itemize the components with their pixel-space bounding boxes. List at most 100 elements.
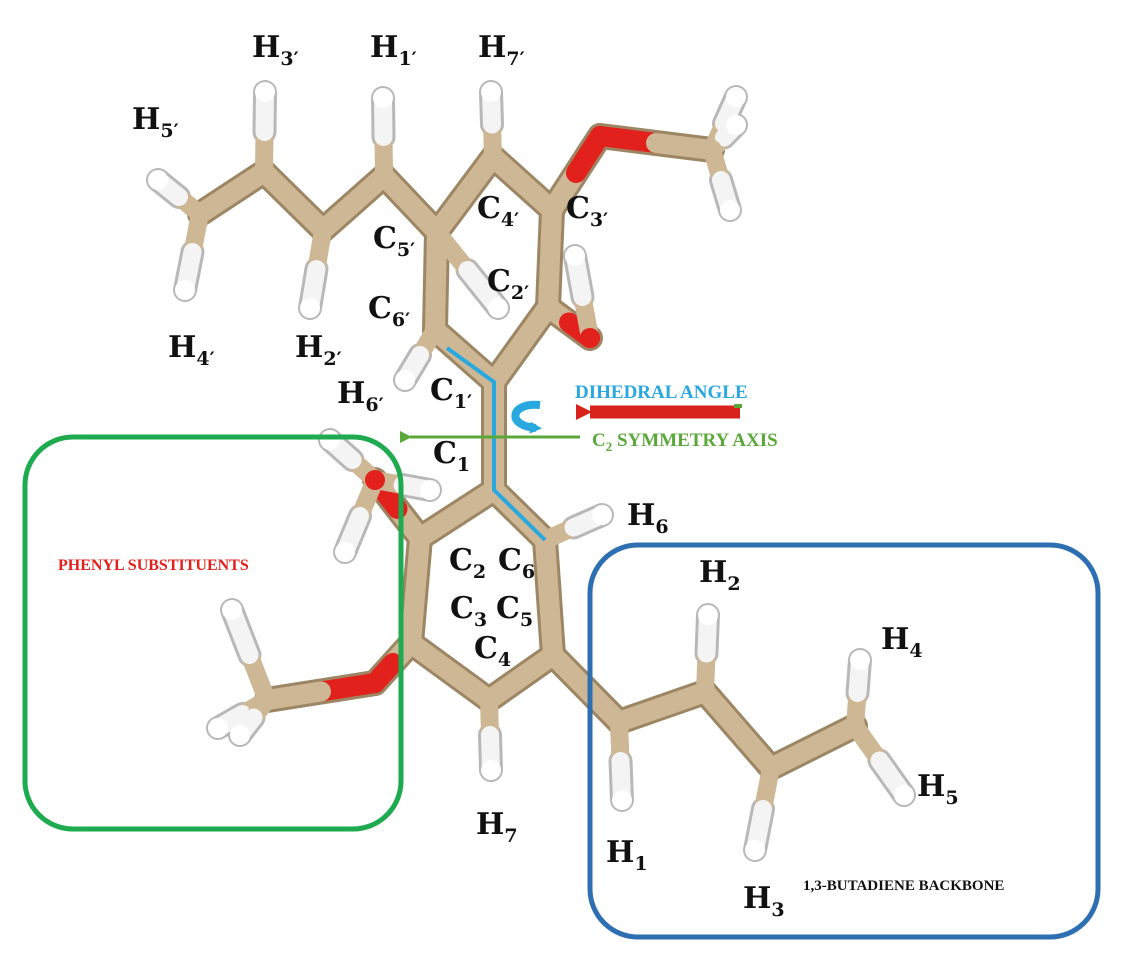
carbon-bond — [538, 200, 562, 317]
atom-label-subscript: 4 — [498, 649, 511, 671]
atom-label-base: H — [478, 30, 506, 65]
hydrogen-caps — [148, 82, 914, 860]
atom-label-subscript: 5 — [520, 609, 533, 631]
atom-label-base: H — [132, 102, 160, 137]
atom-label-subscript: 7 — [504, 825, 517, 847]
atom-label-base: H — [295, 330, 323, 365]
atom-label-subscript: 1 — [634, 853, 647, 875]
carbon-atom — [479, 690, 499, 710]
atom-label-c2: C2 — [449, 543, 486, 583]
atom-label-subscript: 4′ — [501, 209, 519, 231]
hydrogen-atom — [726, 87, 746, 107]
carbon-bond — [254, 162, 333, 240]
hydrogen-atom — [720, 200, 740, 220]
hydrogen-atom — [222, 600, 242, 620]
atom-label-c4: C4 — [474, 631, 511, 671]
carbon-bond — [374, 166, 447, 242]
carbon-atom — [257, 690, 277, 710]
atom-label-base: H — [168, 330, 196, 365]
butadiene-backbone-box — [587, 542, 1101, 940]
atom-label-base: C — [496, 591, 520, 626]
atom-label-subscript: 4′ — [196, 348, 214, 370]
atom-label-h2p: H2′ — [295, 330, 342, 370]
oxygen-atom — [365, 470, 385, 490]
carbon-atom — [410, 528, 430, 548]
atom-label-c6: C6 — [498, 543, 535, 583]
atom-label-base: C — [450, 591, 474, 626]
carbon-atom — [427, 222, 447, 242]
hydrogen-atom — [592, 505, 612, 525]
phenyl-substituents-label: PHENYL SUBSTITUENTS — [58, 557, 249, 574]
carbon-atom — [695, 682, 715, 702]
carbon-atom — [702, 140, 722, 160]
carbon-bond — [313, 166, 394, 240]
carbon-atom — [542, 200, 562, 220]
atom-label-base: C — [474, 631, 498, 666]
carbon-atom — [401, 633, 421, 653]
atom-label-h2: H2 — [699, 555, 741, 595]
atom-label-subscript: 7′ — [506, 48, 524, 70]
atom-label-subscript: 2′ — [511, 282, 529, 304]
hydrogen-atom — [565, 246, 585, 266]
atom-label-subscript: 3 — [474, 609, 487, 631]
atom-label-base: C — [430, 373, 454, 408]
hydrogen-atom — [726, 115, 746, 135]
atom-label-h6: H6 — [627, 498, 669, 538]
carbon-bond — [479, 645, 563, 710]
carbon-bond — [401, 528, 430, 653]
hydrogen-atom — [230, 725, 250, 745]
atom-label-base: C — [373, 221, 397, 256]
atom-label-h5: H5 — [917, 769, 959, 809]
carbon-bond — [427, 147, 503, 242]
hydrogen-atom — [208, 718, 228, 738]
atom-label-subscript: 6′ — [392, 309, 410, 331]
atom-label-h1: H1 — [606, 835, 648, 875]
carbon-atom — [538, 297, 558, 317]
atom-label-c2p: C2′ — [487, 264, 529, 304]
hydrogen-atom — [300, 298, 320, 318]
atom-label-subscript: 3′ — [590, 209, 608, 231]
carbon-atom — [543, 645, 563, 665]
carbon-bond — [484, 297, 558, 392]
atom-label-base: C — [477, 191, 501, 226]
atom-label-base: C — [498, 543, 522, 578]
atom-label-h3p: H3′ — [252, 30, 299, 70]
carbon-atom — [374, 166, 394, 186]
atom-label-base: H — [917, 769, 945, 804]
phenyl-substituents-box — [22, 434, 404, 832]
hydrogen-atom — [320, 430, 340, 450]
atom-label-base: C — [368, 291, 392, 326]
atom-label-subscript: 3 — [771, 899, 784, 921]
atom-label-h7: H7 — [476, 807, 518, 847]
oxygen-atom — [590, 126, 610, 146]
carbon-atom — [190, 204, 210, 224]
rotation-arrow-icon — [511, 400, 542, 434]
atom-label-base: H — [743, 881, 771, 916]
atom-label-subscript: 2′ — [323, 348, 341, 370]
atom-label-c6p: C6′ — [368, 291, 410, 331]
atom-label-c1: C1 — [433, 436, 470, 476]
oxygen-atom — [365, 673, 385, 693]
atom-label-subscript: 6′ — [365, 394, 383, 416]
atom-label-base: H — [881, 622, 909, 657]
symmetry-axis-label: C2 SYMMETRY AXIS — [592, 430, 778, 454]
carbon-bond — [483, 147, 562, 220]
hydrogen-atom — [373, 88, 393, 108]
atom-label-h6p: H6′ — [337, 376, 384, 416]
carbon-atom — [313, 220, 333, 240]
carbon-bond — [695, 682, 781, 778]
bonds-shadow — [146, 80, 916, 862]
atom-label-c3p: C3′ — [566, 191, 608, 231]
atom-label-base: H — [476, 807, 504, 842]
atom-label-subscript: 5′ — [397, 239, 415, 261]
carbon-bond — [543, 645, 629, 732]
carbon-atom — [483, 147, 503, 167]
atom-label-base: C — [433, 436, 457, 471]
hydrogen-atom — [481, 760, 501, 780]
symmetry-axis-label-text: SYMMETRY AXIS — [617, 430, 778, 451]
carbon-bond — [190, 162, 274, 224]
carbon-bond — [761, 716, 865, 778]
butadiene-backbone-label: 1,3-BUTADIENE BACKBONE — [803, 878, 1004, 894]
hydrogen-atom — [488, 298, 508, 318]
